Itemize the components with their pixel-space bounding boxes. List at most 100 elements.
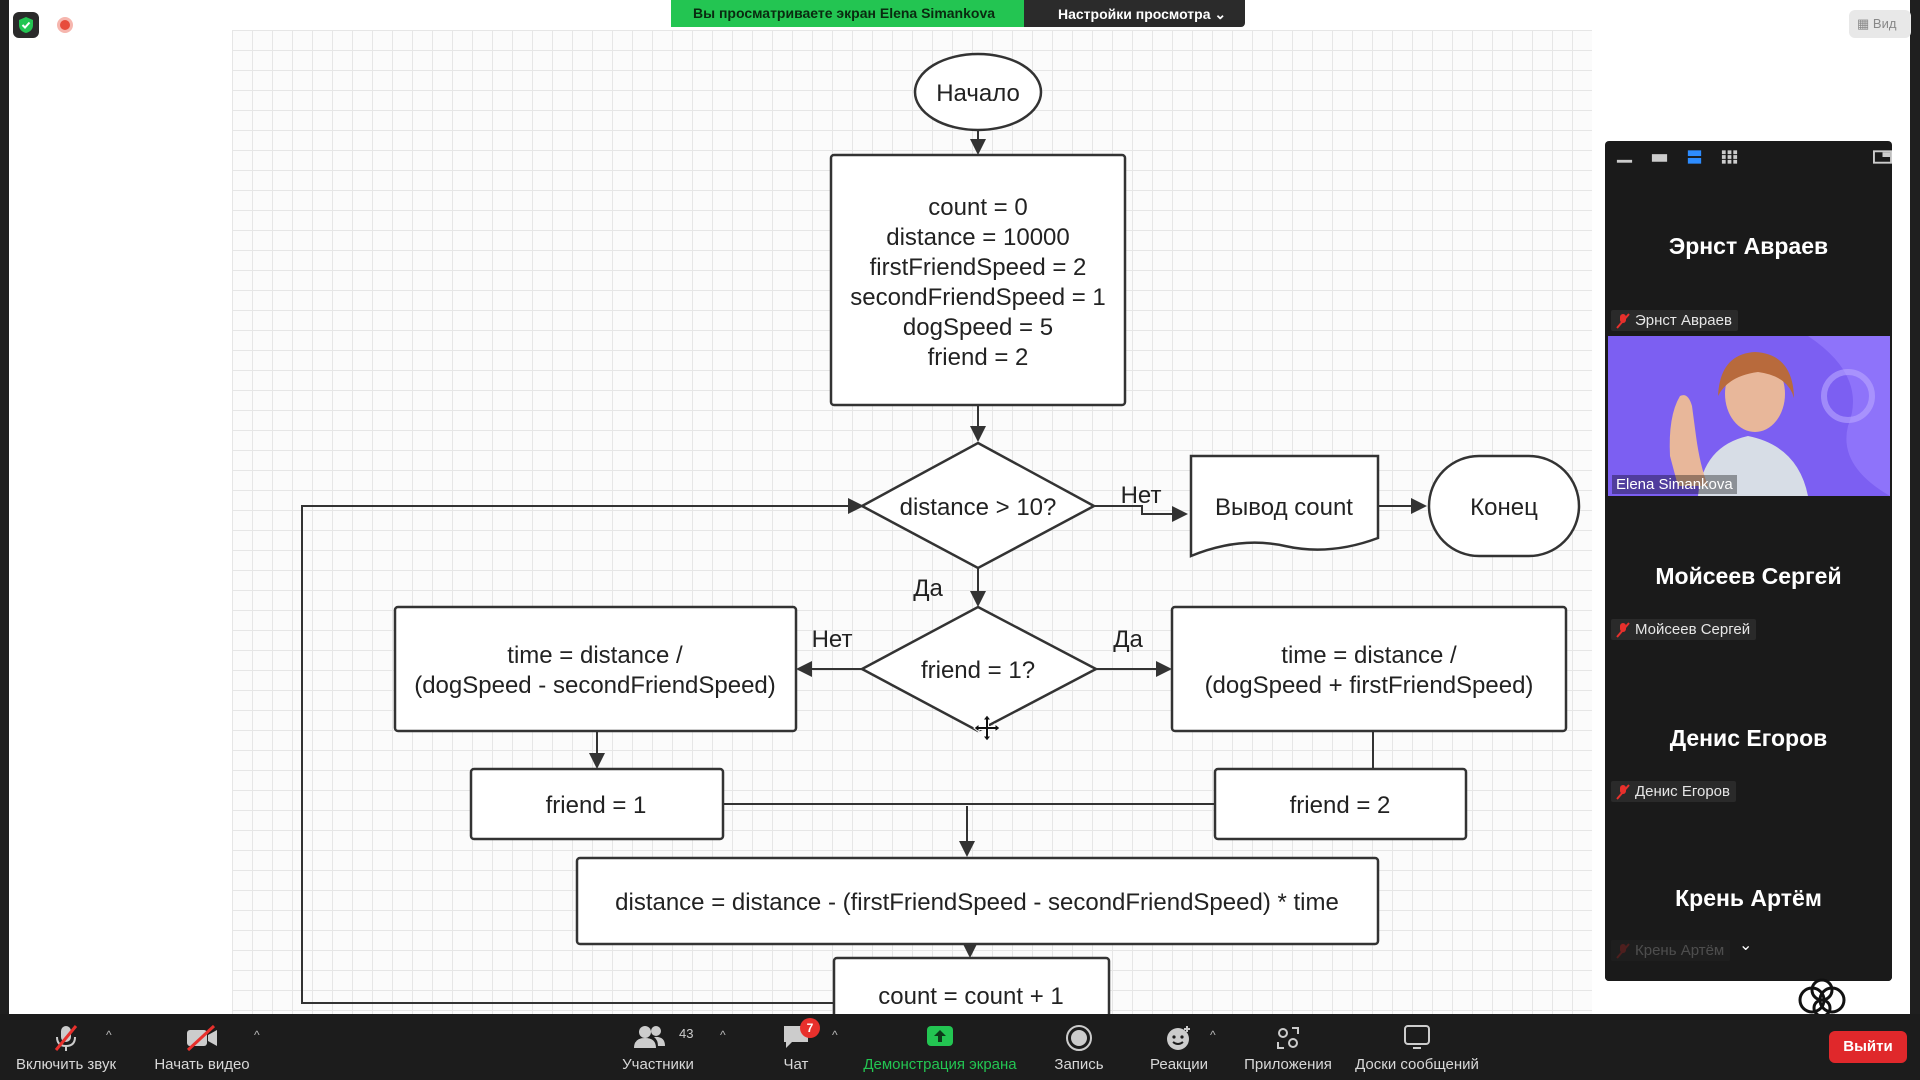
start-video-label: Начать видео <box>154 1056 250 1073</box>
record-label: Запись <box>1054 1056 1104 1073</box>
muted-mic-icon <box>1616 622 1630 638</box>
init-block <box>829 153 1127 407</box>
speaker-view-icon[interactable] <box>1650 150 1669 164</box>
participant-tile[interactable]: Крень Артём Крень Артём ⌄ <box>1605 823 1892 981</box>
yes2-label: Да <box>1113 626 1143 653</box>
participant-name: Мойсеев Сергей <box>1655 563 1842 589</box>
view-button[interactable]: ▦ Вид <box>1849 10 1911 38</box>
reactions-label: Реакции <box>1150 1056 1208 1073</box>
participant-video-tile[interactable]: Elena Simankova <box>1608 336 1890 496</box>
participants-options-caret-icon[interactable]: ^ <box>720 1028 726 1042</box>
participant-label-text: Эрнст Авраев <box>1635 312 1732 329</box>
participant-label: Эрнст Авраев <box>1611 310 1738 331</box>
right-calc-line-1: time = distance / <box>1281 642 1457 669</box>
participant-label-text: Крень Артём <box>1635 942 1725 959</box>
apps-button[interactable]: Приложения <box>1238 1014 1338 1080</box>
participant-label: Крень Артём <box>1611 940 1731 961</box>
cond1-text: distance > 10? <box>900 494 1057 521</box>
view-options-dropdown[interactable]: Настройки просмотра ⌄ <box>1024 0 1245 27</box>
end-node <box>1427 454 1581 558</box>
leave-button[interactable]: Выйти <box>1829 1031 1907 1063</box>
right-calc-block <box>1170 605 1568 733</box>
start-text: Начало <box>936 80 1020 107</box>
right-calc-line-2: (dogSpeed + firstFriendSpeed) <box>1205 672 1534 699</box>
start-node <box>913 52 1043 132</box>
muted-mic-icon <box>1616 943 1630 959</box>
participant-label: Мойсеев Сергей <box>1611 619 1757 640</box>
distance-update-block <box>575 856 1380 946</box>
video-options-caret-icon[interactable]: ^ <box>254 1028 260 1042</box>
share-screen-label: Демонстрация экрана <box>863 1056 1017 1073</box>
minimize-icon[interactable] <box>1615 150 1634 164</box>
viewing-screen-label: Вы просматриваете экран Elena Simankova <box>671 0 1024 27</box>
participants-gallery: Эрнст Авраев Эрнст Авраев Elena Simankov… <box>1605 141 1892 981</box>
chat-unread-badge: 7 <box>800 1018 820 1038</box>
apps-icon <box>1277 1027 1299 1049</box>
whiteboards-label: Доски сообщений <box>1355 1056 1479 1073</box>
meeting-toolbar: Включить звук ^ Начать видео ^ Участники… <box>0 1014 1920 1080</box>
right-assign-text: friend = 2 <box>1290 792 1391 819</box>
init-line-1: count = 0 <box>928 194 1027 221</box>
init-line-3: firstFriendSpeed = 2 <box>870 254 1087 281</box>
participants-icon <box>634 1026 665 1048</box>
no1-label: Нет <box>1121 482 1162 509</box>
participants-count: 43 <box>679 1026 694 1041</box>
output-node <box>1189 454 1380 558</box>
move-cursor-icon <box>973 714 1001 742</box>
start-video-button[interactable]: Начать видео <box>148 1014 256 1080</box>
scroll-down-chevron-icon[interactable]: ⌄ <box>1739 937 1753 954</box>
record-icon <box>1066 1025 1092 1051</box>
chat-label: Чат <box>783 1056 809 1073</box>
whiteboard-icon <box>1404 1025 1430 1049</box>
participant-label-text: Мойсеев Сергей <box>1635 621 1751 638</box>
video-name-label: Elena Simankova <box>1612 475 1737 494</box>
reactions-button[interactable]: Реакции <box>1140 1014 1218 1080</box>
left-calc-block <box>393 605 798 733</box>
participant-tile[interactable]: Мойсеев Сергей Мойсеев Сергей <box>1605 499 1892 659</box>
right-assign-block <box>1213 767 1468 841</box>
participants-button[interactable]: Участники <box>613 1014 703 1080</box>
gallery-controls <box>1605 141 1892 173</box>
unmute-label: Включить звук <box>15 1056 117 1073</box>
participant-name: Денис Егоров <box>1669 725 1828 751</box>
muted-mic-icon <box>1616 313 1630 329</box>
init-line-6: friend = 2 <box>928 344 1029 371</box>
share-screen-button[interactable]: Демонстрация экрана <box>855 1014 1025 1080</box>
left-calc-line-1: time = distance / <box>507 642 683 669</box>
distance-update-text: distance = distance - (firstFriendSpeed … <box>615 889 1339 916</box>
right-edge <box>1910 0 1920 1014</box>
audio-options-caret-icon[interactable]: ^ <box>106 1028 112 1042</box>
output-text: Вывод count <box>1215 494 1353 521</box>
end-text: Конец <box>1470 494 1538 521</box>
yes1-label: Да <box>913 575 943 602</box>
muted-mic-icon <box>54 1025 78 1051</box>
pop-out-icon[interactable] <box>1873 150 1892 164</box>
cond-distance <box>859 441 1097 570</box>
left-assign-block <box>469 767 725 841</box>
participant-tile[interactable]: Эрнст Авраев Эрнст Авраев <box>1605 173 1892 333</box>
count-update-text: count = count + 1 <box>878 983 1063 1010</box>
view-options-label: Настройки просмотра <box>1058 6 1211 22</box>
view-button-label: Вид <box>1872 16 1897 31</box>
grid-icon: ▦ <box>1857 16 1870 31</box>
cond2-text: friend = 1? <box>921 657 1035 684</box>
unmute-button[interactable]: Включить звук <box>8 1014 124 1080</box>
record-button[interactable]: Запись <box>1040 1014 1118 1080</box>
participant-label-text: Денис Егоров <box>1635 783 1730 800</box>
reactions-options-caret-icon[interactable]: ^ <box>1210 1028 1216 1042</box>
participant-tile[interactable]: Денис Егоров Денис Егоров <box>1605 661 1892 821</box>
reaction-overlay-icon <box>1798 978 1846 1018</box>
strip-view-icon[interactable] <box>1685 150 1704 164</box>
emoji-icon <box>1167 1026 1190 1050</box>
security-shield-icon[interactable] <box>13 12 39 38</box>
whiteboards-button[interactable]: Доски сообщений <box>1350 1014 1484 1080</box>
gallery-view-icon[interactable] <box>1720 150 1739 164</box>
left-calc-line-2: (dogSpeed - secondFriendSpeed) <box>414 672 776 699</box>
chat-options-caret-icon[interactable]: ^ <box>832 1028 838 1042</box>
participant-name: Крень Артём <box>1675 885 1822 911</box>
participant-name: Эрнст Авраев <box>1668 233 1829 259</box>
participant-video-image <box>1608 336 1890 496</box>
recording-indicator-icon <box>57 17 73 33</box>
no2-label: Нет <box>812 626 853 653</box>
